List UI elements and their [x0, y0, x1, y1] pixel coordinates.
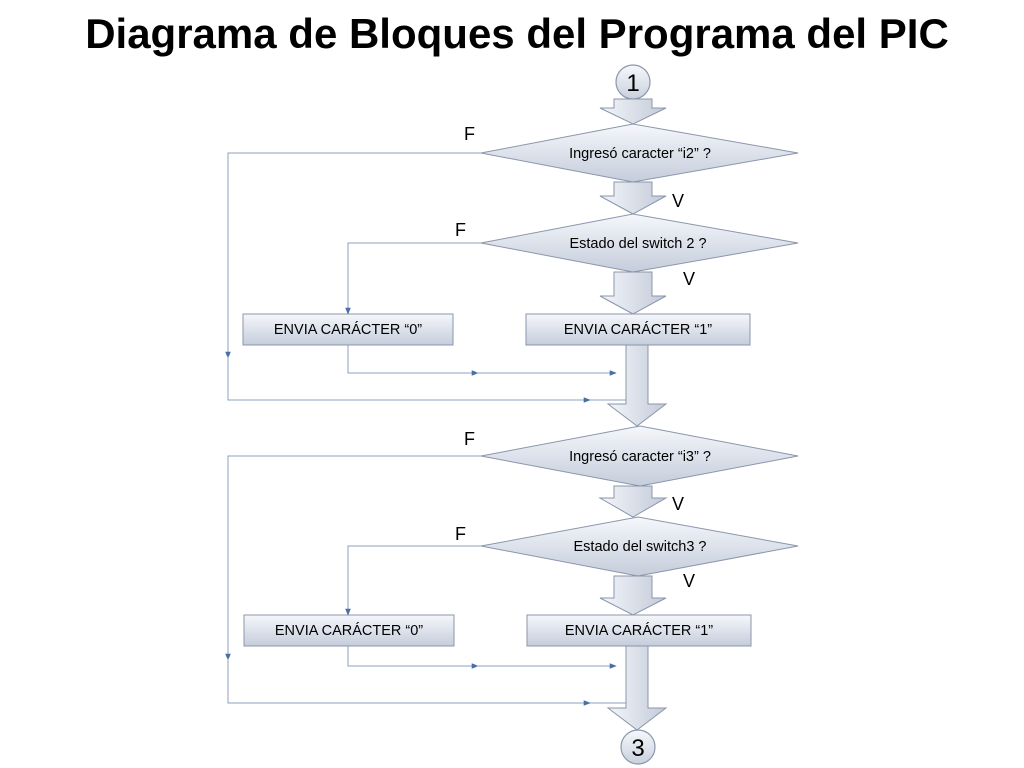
false-label: F [464, 124, 475, 144]
false-label: F [455, 220, 466, 240]
section-1: Ingresó caracter “i2” ? F V Estado del s… [225, 98, 799, 427]
decision-input-i2-label: Ingresó caracter “i2” ? [569, 146, 711, 162]
flow-arrow [599, 181, 667, 215]
decision-switch-3-label: Estado del switch3 ? [574, 539, 707, 555]
flow-arrow [598, 485, 668, 518]
process-send-1: ENVIA CARÁCTER “1” [525, 313, 751, 346]
true-label: V [672, 191, 684, 211]
process-send-1-label: ENVIA CARÁCTER “1” [564, 321, 712, 338]
process-send-1: ENVIA CARÁCTER “1” [526, 614, 752, 647]
flow-arrow [599, 271, 667, 315]
end-connector: 3 [620, 729, 656, 765]
flow-arrow [599, 98, 667, 125]
true-label: V [672, 494, 684, 514]
end-connector-label: 3 [631, 735, 644, 762]
process-send-0-label: ENVIA CARÁCTER “0” [275, 622, 423, 639]
decision-switch-2-label: Estado del switch 2 ? [569, 236, 706, 252]
decision-input-i3-label: Ingresó caracter “i3” ? [569, 449, 711, 465]
false-path-line [227, 658, 400, 704]
decision-input-i3: Ingresó caracter “i3” ? [480, 425, 799, 487]
false-path-line [345, 545, 481, 616]
process-send-0-label: ENVIA CARÁCTER “0” [274, 321, 422, 338]
page-title: Diagrama de Bloques del Programa del PIC [85, 10, 949, 57]
section-2: Ingresó caracter “i3” ? F V Estado del s… [225, 425, 799, 731]
process-send-1-label: ENVIA CARÁCTER “1” [565, 622, 713, 639]
decision-switch-3: Estado del switch3 ? [480, 516, 799, 577]
merge-line [347, 345, 479, 376]
process-send-0: ENVIA CARÁCTER “0” [242, 313, 454, 346]
decision-input-i2: Ingresó caracter “i2” ? [480, 123, 799, 183]
start-connector-label: 1 [626, 70, 639, 97]
flow-arrow [606, 645, 668, 731]
merge-line [347, 646, 479, 669]
flow-arrow [606, 344, 668, 427]
process-send-0: ENVIA CARÁCTER “0” [243, 614, 455, 647]
start-connector: 1 [615, 64, 651, 100]
false-label: F [464, 429, 475, 449]
false-path-line [225, 455, 481, 661]
true-label: V [683, 571, 695, 591]
decision-switch-2: Estado del switch 2 ? [480, 213, 799, 273]
false-path-line [345, 242, 481, 315]
true-label: V [683, 269, 695, 289]
false-label: F [455, 524, 466, 544]
false-path-line [225, 152, 481, 359]
flow-arrow [599, 575, 667, 616]
false-path-line [227, 356, 400, 401]
